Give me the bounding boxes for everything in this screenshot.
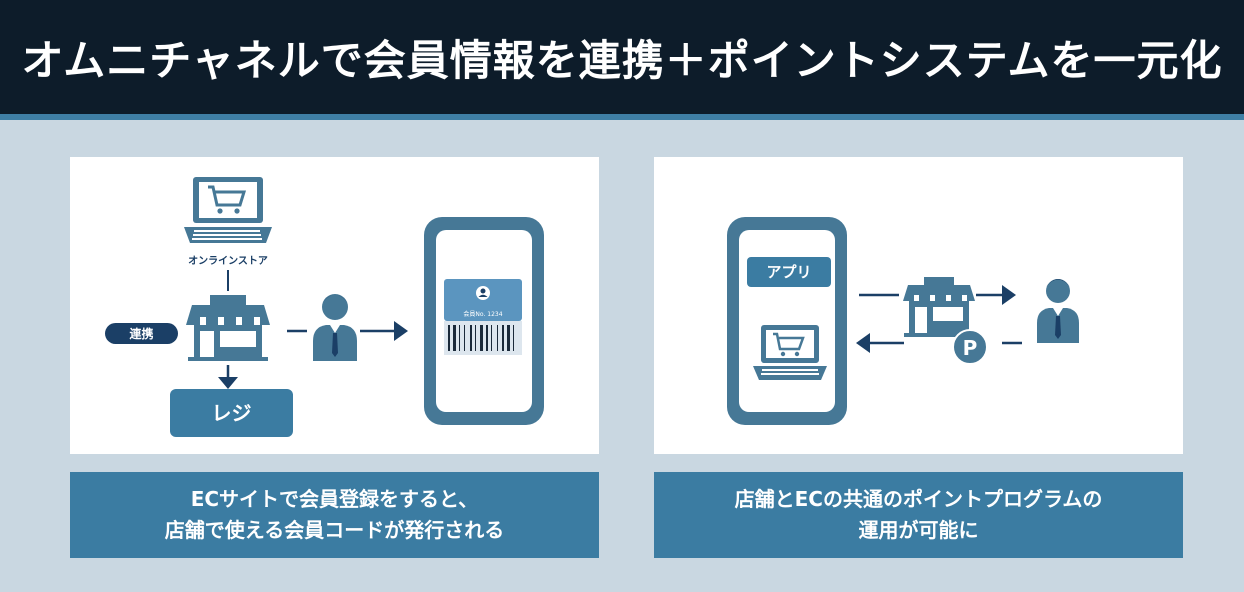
left-arrow-head xyxy=(856,333,870,353)
right-arrow-head xyxy=(394,321,408,341)
left-caption: ECサイトで会員登録をすると、 店舗で使える会員コードが発行される xyxy=(70,472,599,558)
left-diagram: オンラインストア 連携 レジ xyxy=(105,177,544,437)
register-label: レジ xyxy=(212,401,252,425)
barcode-stripe xyxy=(475,325,476,351)
left-panel: オンラインストア 連携 レジ xyxy=(70,157,599,454)
barcode-stripe xyxy=(459,325,460,351)
right-caption: 店舗とECの共通のポイントプログラムの 運用が可能に xyxy=(654,472,1183,558)
online-store-label: オンラインストア xyxy=(188,255,268,267)
laptop-icon xyxy=(753,325,827,380)
header-stripe xyxy=(0,114,1244,120)
link-badge-label: 連携 xyxy=(129,326,153,341)
app-label-box xyxy=(747,257,831,287)
member-card: 会員No. 1234 xyxy=(444,279,522,355)
cart-icon xyxy=(208,185,247,207)
barcode-stripe xyxy=(453,325,456,351)
member-number: 会員No. 1234 xyxy=(463,310,502,318)
store-icon xyxy=(186,295,270,361)
down-arrow-head xyxy=(218,377,238,389)
person-icon xyxy=(1037,279,1079,343)
barcode-stripe xyxy=(491,325,492,351)
barcode-stripe xyxy=(464,325,465,351)
right-caption-line2: 運用が可能に xyxy=(858,518,979,542)
barcode-stripe xyxy=(502,325,504,351)
header-bar: オムニチャネルで会員情報を連携＋ポイントシステムを一元化 xyxy=(0,0,1244,114)
right-arrow-head xyxy=(1002,285,1016,305)
barcode-stripe xyxy=(497,325,498,351)
page-title: オムニチャネルで会員情報を連携＋ポイントシステムを一元化 xyxy=(21,35,1223,85)
right-panel: アプリ xyxy=(654,157,1183,454)
barcode-stripe xyxy=(448,325,450,351)
barcode-stripe xyxy=(486,325,488,351)
barcode-stripe xyxy=(513,325,514,351)
app-label: アプリ xyxy=(766,263,811,281)
right-caption-line1: 店舗とECの共通のポイントプログラムの xyxy=(734,487,1103,511)
left-caption-line2: 店舗で使える会員コードが発行される xyxy=(164,518,505,542)
store-icon xyxy=(903,277,975,337)
barcode-stripe xyxy=(507,325,510,351)
point-coin-icon: P xyxy=(952,329,988,365)
barcode-stripe xyxy=(470,325,472,351)
smartphone-icon xyxy=(727,217,847,425)
person-icon xyxy=(313,294,357,361)
left-caption-line1: ECサイトで会員登録をすると、 xyxy=(190,487,479,511)
barcode-stripe xyxy=(480,325,483,351)
laptop-icon xyxy=(184,177,272,243)
barcode-icon xyxy=(448,325,514,351)
link-badge xyxy=(105,323,178,344)
cart-icon xyxy=(773,332,805,351)
right-diagram: アプリ xyxy=(727,217,1079,425)
register-box xyxy=(170,389,293,437)
point-symbol: P xyxy=(963,336,978,360)
